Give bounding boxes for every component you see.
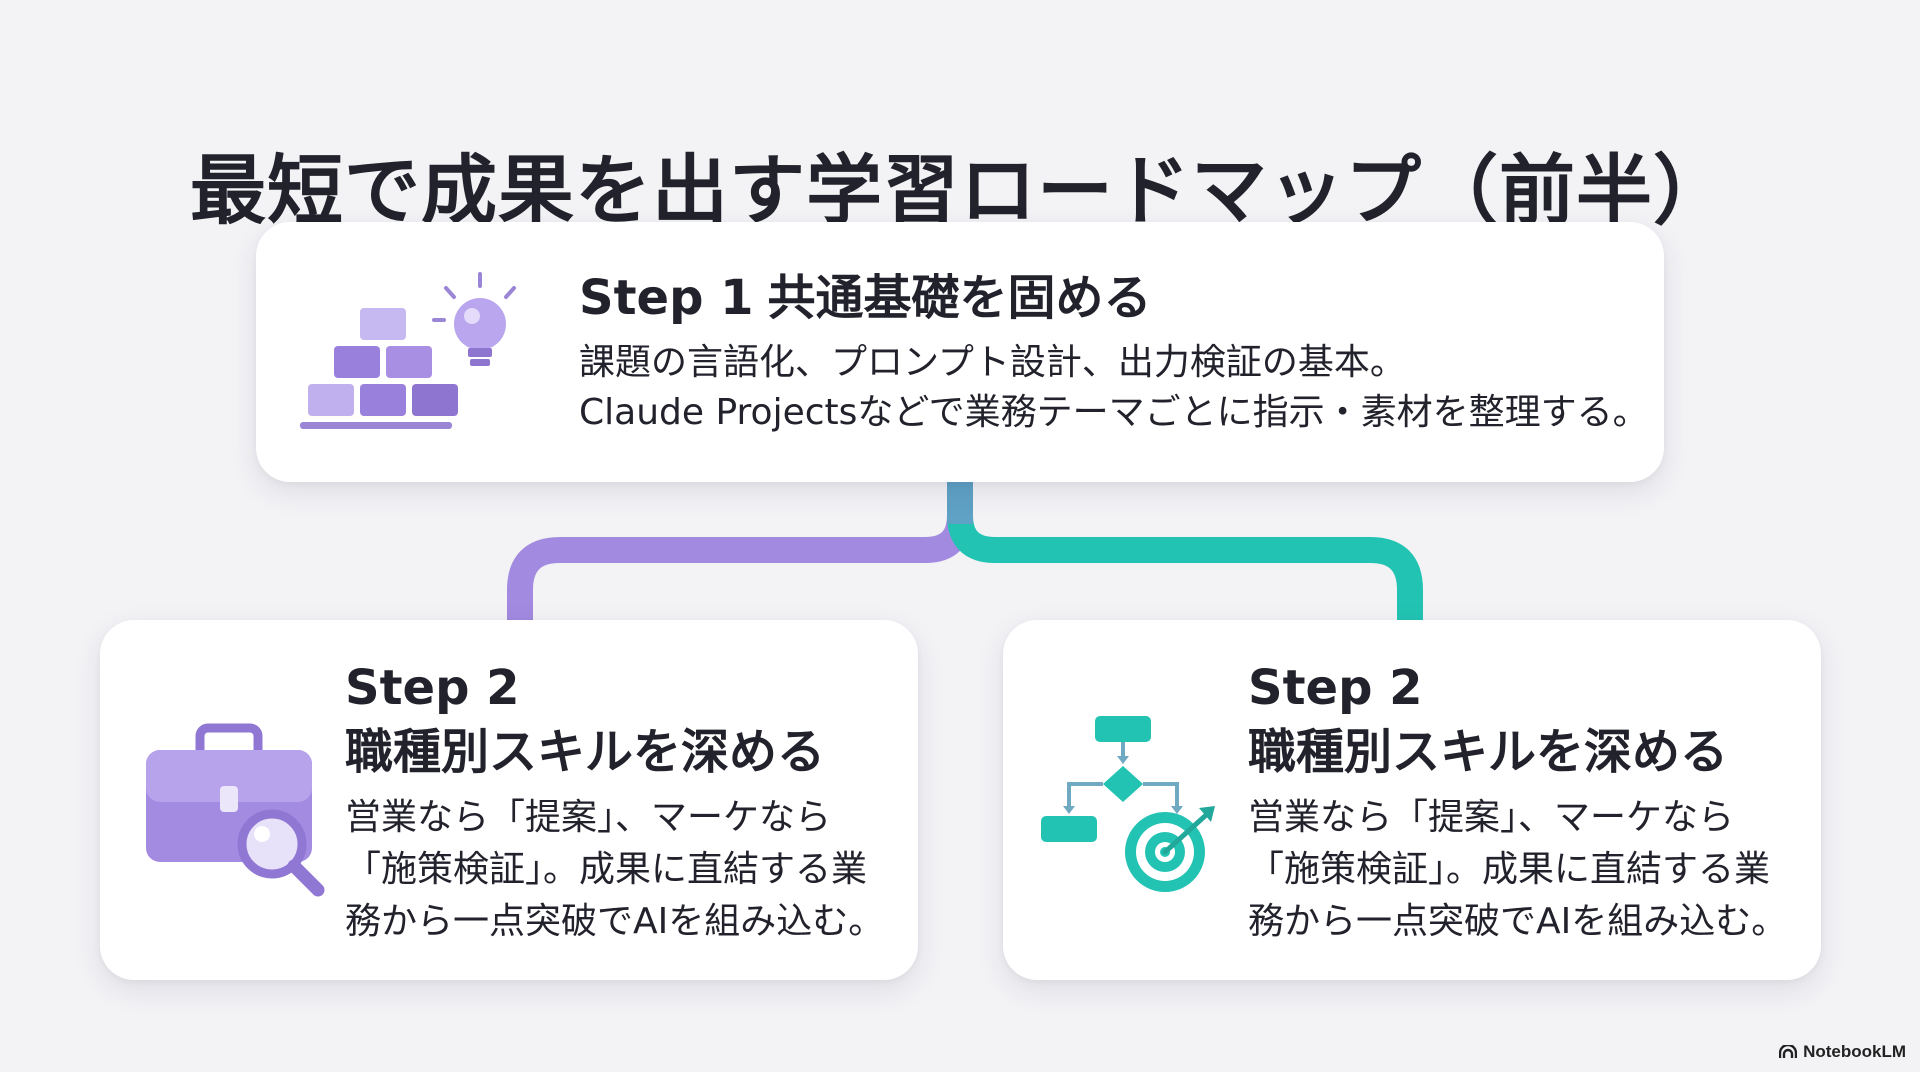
step-1-description: 課題の言語化、プロンプト設計、出力検証の基本。 Claude Projectsな… <box>579 338 1649 438</box>
connector-teal-branch <box>947 482 1423 620</box>
step-1-heading: 共通基礎を固める <box>767 270 1152 326</box>
connector-stem <box>947 480 973 524</box>
step-1-label: Step 1 <box>579 270 754 326</box>
step-2-right-label: Step 2 <box>1248 660 1423 716</box>
step-2-right-line-3: 務から一点突破でAIを組み込む。 <box>1248 901 1788 942</box>
step-2-right-text: Step 2 職種別スキルを深める 営業なら「提案」、マーケなら 「施策検証」。… <box>1248 656 1787 948</box>
step-2-right-heading: 職種別スキルを深める <box>1248 724 1729 780</box>
connector-purple-branch <box>507 482 973 620</box>
step-1-line-1: 課題の言語化、プロンプト設計、出力検証の基本。 <box>579 342 1406 383</box>
step-2-right-line-1: 営業なら「提案」、マーケなら <box>1248 797 1735 838</box>
step-2-left-text: Step 2 職種別スキルを深める 営業なら「提案」、マーケなら 「施策検証」。… <box>345 656 884 948</box>
blocks-lightbulb-icon <box>296 262 516 442</box>
step-2-left-heading: 職種別スキルを深める <box>345 724 826 780</box>
briefcase-magnifier-icon <box>136 710 336 910</box>
step-1-line-2: Claude Projectsなどで業務テーマごとに指示・素材を整理する。 <box>579 392 1649 433</box>
notebooklm-logo-icon <box>1779 1045 1798 1058</box>
step-2-left-line-3: 務から一点突破でAIを組み込む。 <box>345 901 885 942</box>
step-2-left-label: Step 2 <box>345 660 520 716</box>
step-2-left-line-2: 「施策検証」。成果に直結する業 <box>345 849 868 890</box>
brand-name: NotebookLM <box>1803 1042 1906 1061</box>
step-2-right-line-2: 「施策検証」。成果に直結する業 <box>1248 849 1771 890</box>
step-2-left-line-1: 営業なら「提案」、マーケなら <box>345 797 832 838</box>
step-2-left-card: Step 2 職種別スキルを深める 営業なら「提案」、マーケなら 「施策検証」。… <box>100 620 918 980</box>
flowchart-target-icon <box>1039 710 1239 910</box>
brand-watermark: NotebookLM <box>1779 1042 1906 1062</box>
page-title: 最短で成果を出す学習ロードマップ（前半） <box>190 145 1730 235</box>
step-2-right-card: Step 2 職種別スキルを深める 営業なら「提案」、マーケなら 「施策検証」。… <box>1003 620 1821 980</box>
step-2-right-description: 営業なら「提案」、マーケなら 「施策検証」。成果に直結する業 務から一点突破でA… <box>1248 792 1787 948</box>
step-2-left-description: 営業なら「提案」、マーケなら 「施策検証」。成果に直結する業 務から一点突破でA… <box>345 792 884 948</box>
